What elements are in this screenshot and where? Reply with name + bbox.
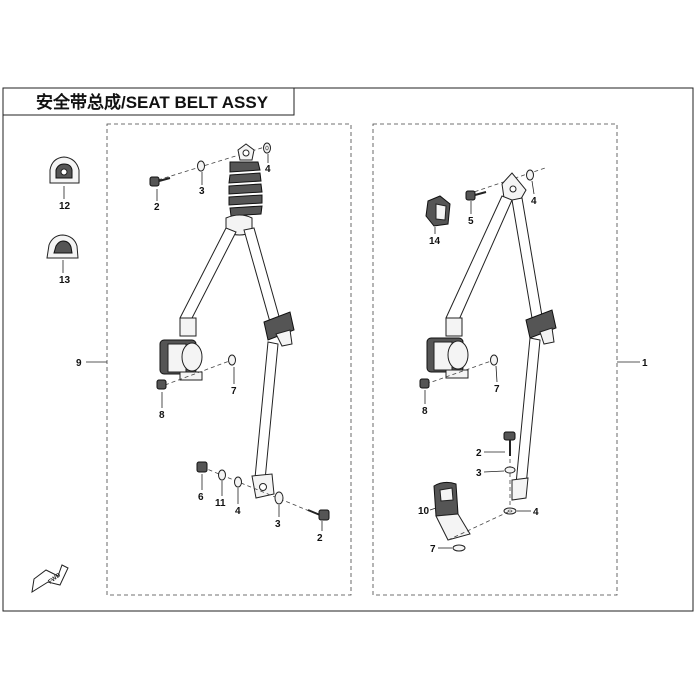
- lower-anchor-plate-left: [251, 473, 275, 499]
- left-assembly-group-box: [106, 123, 352, 596]
- callout-1: 1: [642, 358, 648, 369]
- callout-8-left: 8: [159, 410, 165, 421]
- diagram-frame: [2, 87, 694, 612]
- part-14-cover: [425, 195, 451, 227]
- callout-4-top-left: 4: [265, 164, 271, 175]
- page-title: 安全带总成/SEAT BELT ASSY: [36, 92, 269, 112]
- lower-anchor-plate-right: [511, 477, 529, 501]
- callout-6-left: 6: [198, 492, 204, 503]
- part-13-guide: [46, 234, 79, 259]
- part-5-bolt-right: [465, 190, 487, 201]
- part-3-spacer-right: [504, 466, 516, 474]
- part-2-bolt-lower-left: [307, 509, 330, 521]
- part-7-washer-left: [228, 354, 236, 366]
- callout-4-lower-right: 4: [533, 507, 539, 518]
- callout-13: 13: [59, 275, 71, 286]
- title-box: 安全带总成/SEAT BELT ASSY: [2, 87, 295, 116]
- part-10-buckle: [433, 481, 509, 541]
- callout-3-top-left: 3: [199, 186, 205, 197]
- callout-5-right: 5: [468, 216, 474, 227]
- callout-4-top-right: 4: [531, 196, 537, 207]
- callout-7-left: 7: [231, 386, 237, 397]
- callout-2-right: 2: [476, 448, 482, 459]
- callout-10-right: 10: [418, 506, 430, 517]
- part-7-washer-right: [490, 354, 498, 366]
- webbing-left-lower: [254, 341, 279, 481]
- part-8-bolt-right: [419, 378, 430, 389]
- fwd-arrow-icon: FWD: [31, 564, 69, 594]
- part-4-washer-top-left: [263, 142, 271, 154]
- callout-8-right: 8: [422, 406, 428, 417]
- part-7-washer-lower-right: [452, 544, 466, 552]
- part-3-spacer-top-left: [197, 160, 205, 172]
- buckle-tongue-left: [263, 311, 295, 347]
- part-2-bolt-right-lower: [503, 431, 516, 456]
- callout-12: 12: [59, 201, 71, 212]
- retractor-left: [159, 317, 203, 381]
- part-8-bolt-left: [156, 379, 167, 390]
- callout-2-top-left: 2: [154, 202, 160, 213]
- webbing-right-upper: [445, 195, 513, 323]
- upper-anchor-boot-left: [225, 143, 263, 236]
- webbing-right-lower: [515, 337, 541, 487]
- part-6-nut-left: [196, 461, 208, 473]
- webbing-right-diagonal: [511, 197, 543, 319]
- part-4-washer-top-right: [526, 169, 534, 181]
- callout-3-right: 3: [476, 468, 482, 479]
- retractor-right: [426, 317, 469, 379]
- part-4-washer-lower-left: [234, 476, 242, 488]
- callout-3-lower-left: 3: [275, 519, 281, 530]
- callout-7-right: 7: [494, 384, 500, 395]
- callout-14-right: 14: [429, 236, 441, 247]
- callout-2-lower-left: 2: [317, 533, 323, 544]
- callout-4-lower-left: 4: [235, 506, 241, 517]
- callout-11-left: 11: [215, 498, 226, 509]
- part-3-spacer-lower-left: [274, 491, 284, 505]
- right-assembly-group-box: [372, 123, 618, 596]
- callout-7-lower-right: 7: [430, 544, 436, 555]
- part-11-washer-left: [218, 469, 226, 481]
- callout-9: 9: [76, 358, 82, 369]
- part-12-bracket: [49, 156, 80, 184]
- webbing-left-diagonal: [243, 227, 281, 323]
- buckle-tongue-right: [525, 309, 557, 345]
- part-2-bolt-top-left: [149, 176, 171, 187]
- webbing-left-upper: [179, 227, 237, 323]
- upper-anchor-right: [501, 172, 527, 205]
